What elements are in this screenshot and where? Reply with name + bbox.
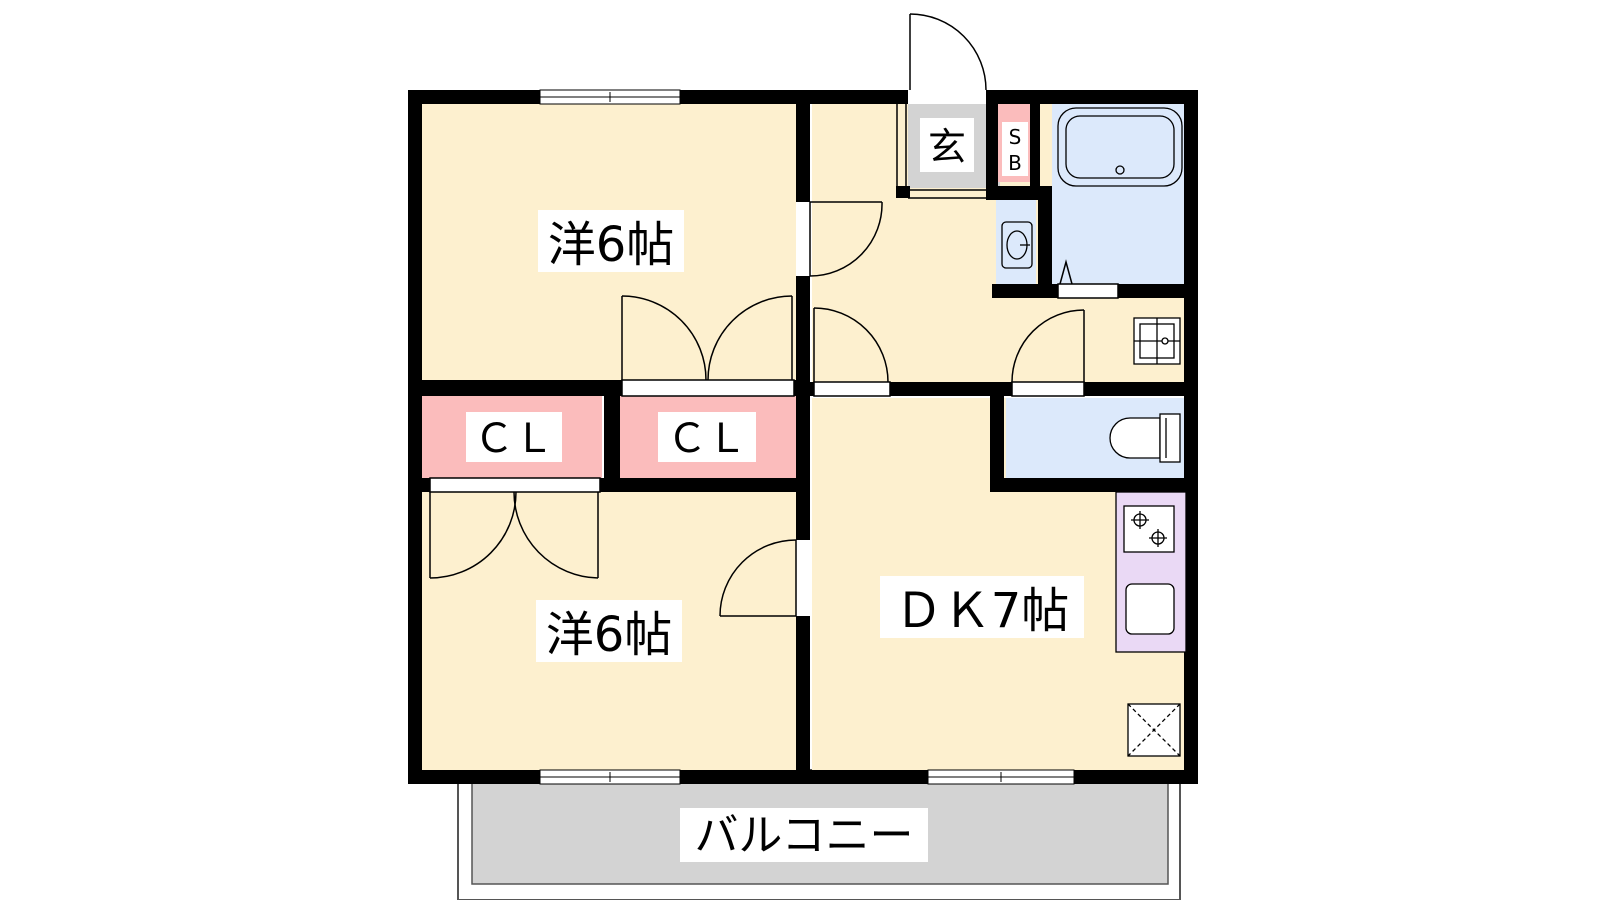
- entrance-step: [896, 104, 986, 199]
- window-room2-bottom: [539, 769, 681, 785]
- front-door: [908, 13, 987, 104]
- wall-toilet-left: [990, 382, 1004, 492]
- room-labels: 洋6帖 洋6帖 ＣＬ ＣＬ ＤＫ7帖 玄 S B: [466, 118, 1084, 663]
- wall-toilet-bottom: [990, 478, 1186, 492]
- wall-entrance-right: [986, 186, 1052, 200]
- western-room-1-label: 洋6帖: [548, 217, 675, 273]
- wall-center: [796, 90, 810, 784]
- toilet-icon: [1109, 413, 1181, 463]
- closet-1-label: ＣＬ: [474, 416, 554, 462]
- door-dk: [813, 307, 891, 397]
- room2-label-bg: [536, 600, 682, 662]
- wall-shoebox-side: [1030, 102, 1040, 190]
- window-room1-top: [539, 89, 681, 105]
- balcony-label-bg: [680, 808, 928, 862]
- closet-2-label: ＣＬ: [667, 416, 747, 462]
- refrigerator-space-icon: [1127, 703, 1181, 757]
- entrance-label-bg: [920, 118, 974, 172]
- door-closet-room1: [621, 295, 795, 397]
- windows: [539, 89, 1075, 785]
- door-bathroom: [1057, 259, 1119, 299]
- closet1-label-bg: [466, 412, 562, 462]
- washbasin-icon: [1001, 221, 1033, 269]
- dk-label-bg: [880, 576, 1084, 638]
- western-room-2-label: 洋6帖: [546, 607, 673, 663]
- entrance-label: 玄: [928, 125, 966, 169]
- closet2-label-bg: [658, 412, 756, 462]
- sink-icon: [1125, 583, 1175, 635]
- door-closet-room2: [429, 477, 601, 579]
- doors: [429, 13, 1119, 617]
- door-room2: [719, 539, 810, 617]
- wall-left: [408, 90, 422, 784]
- door-room1: [796, 201, 883, 277]
- balcony: バルコニー: [457, 769, 1181, 900]
- wall-entrance-post: [896, 186, 910, 198]
- shoe-box-label-bg: [1002, 122, 1028, 176]
- shoe-box-label-b: B: [1008, 151, 1022, 175]
- wall-right: [1184, 90, 1198, 784]
- shoe-box-label-s: S: [1009, 125, 1022, 149]
- washbasin-area: [996, 200, 1036, 286]
- bathtub-icon: [1057, 107, 1183, 187]
- dining-kitchen-label: ＤＫ7帖: [895, 583, 1070, 639]
- washer-pan-icon: [1133, 317, 1181, 365]
- balcony-label: バルコニー: [694, 810, 913, 861]
- wall-closet-divider: [604, 380, 620, 492]
- stove-icon: [1123, 505, 1175, 553]
- room1-label-bg: [538, 210, 684, 272]
- wall-entrance-side: [986, 102, 998, 186]
- bathroom-floor: [1052, 102, 1186, 286]
- wall-bath-left: [1038, 190, 1052, 298]
- fixtures: [1001, 107, 1187, 757]
- door-toilet: [1011, 309, 1085, 397]
- window-dk-bottom: [927, 769, 1075, 785]
